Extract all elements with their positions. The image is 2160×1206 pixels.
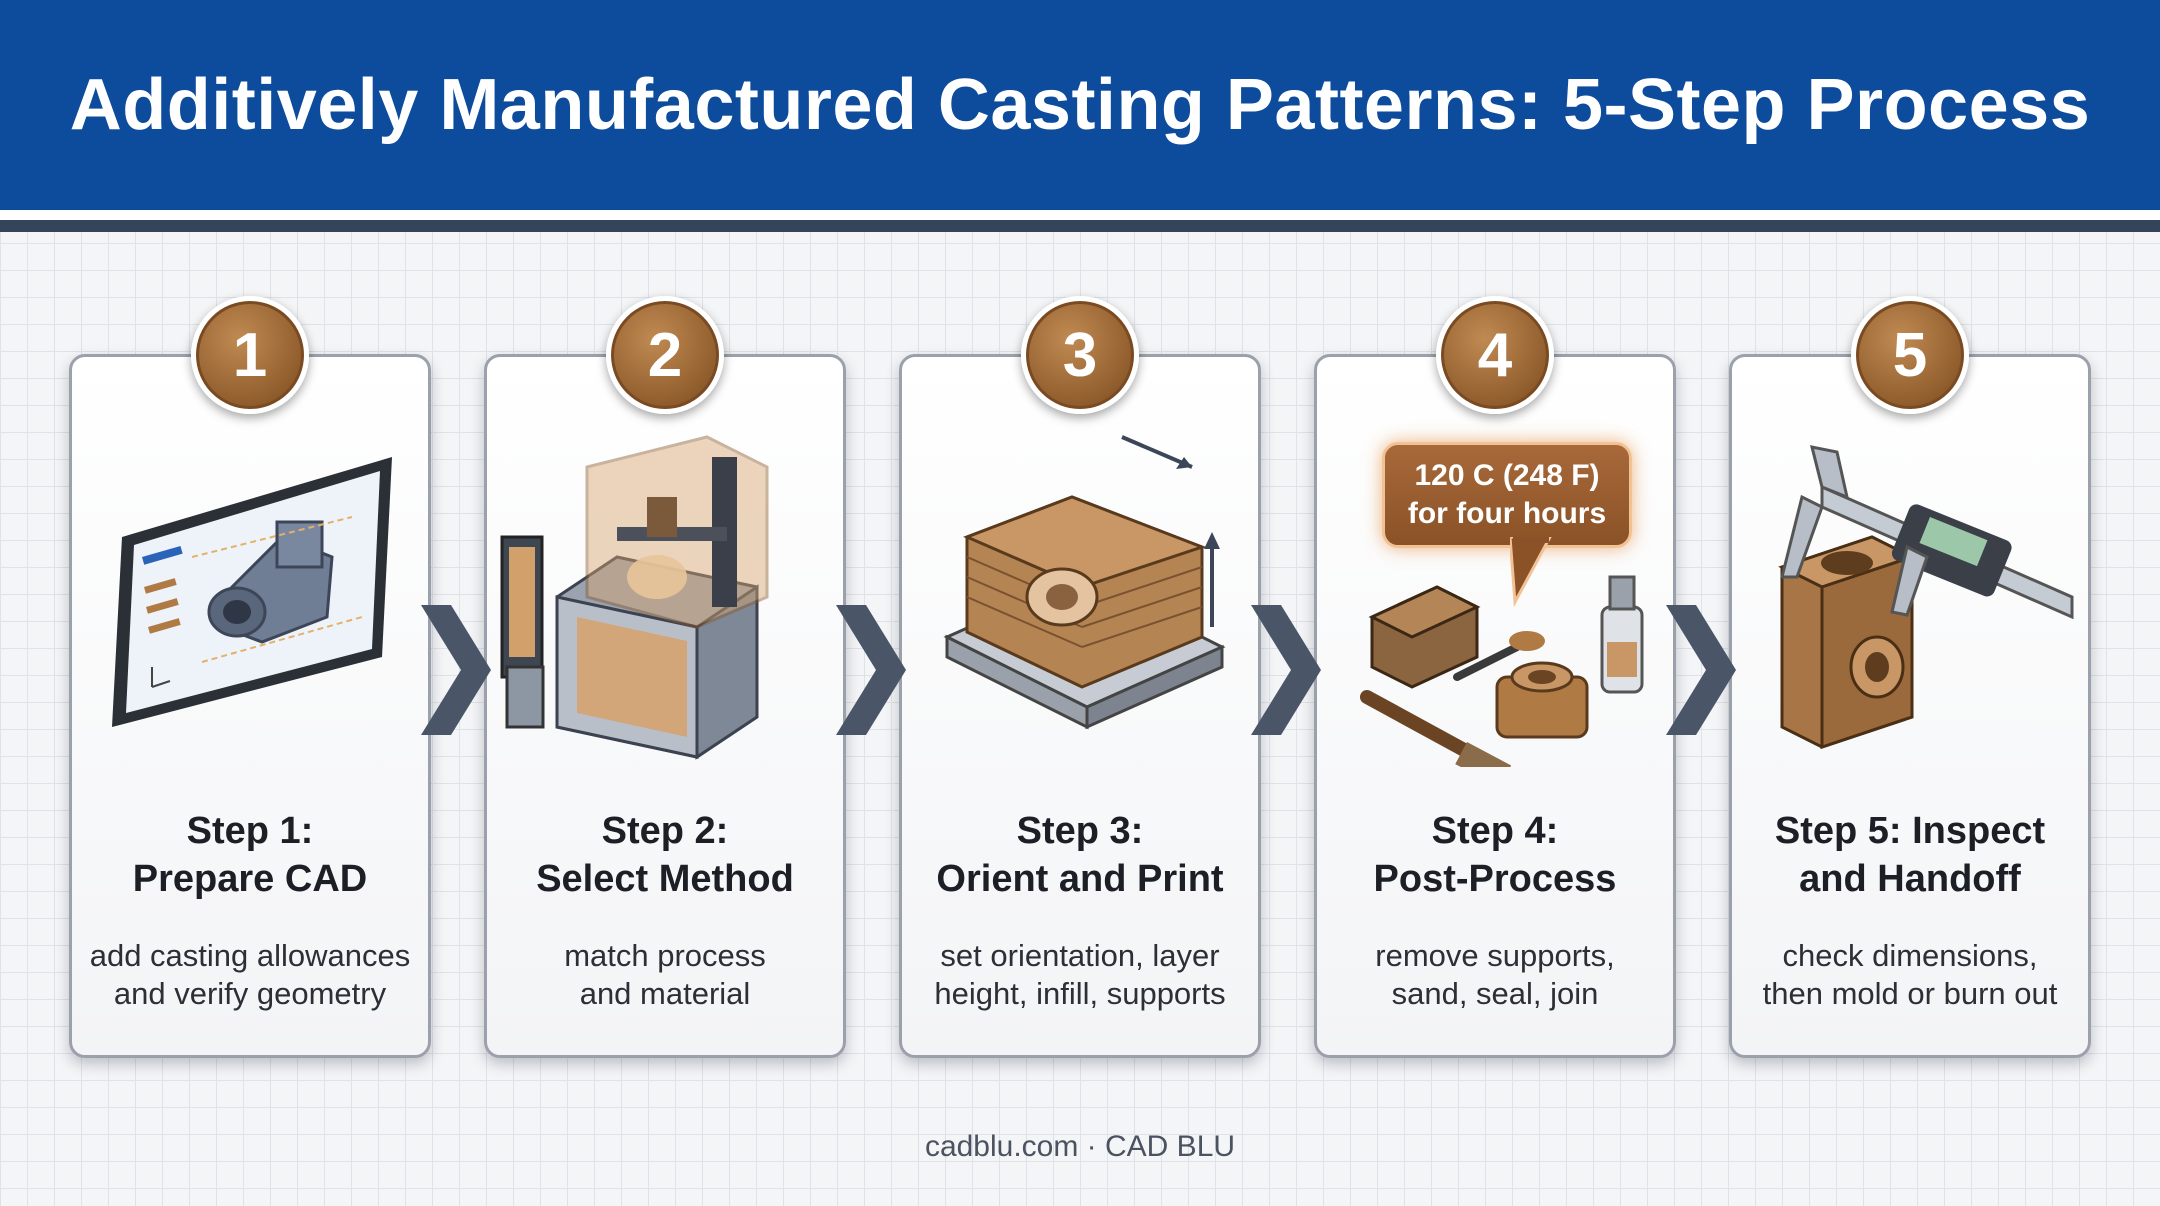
step-title-line1: Step 3:: [1016, 810, 1144, 852]
chevron-right-icon: [1251, 605, 1321, 735]
step-number-badge-2: 2: [606, 296, 724, 414]
temperature-callout: 120 C (248 F) for four hours: [1382, 442, 1632, 548]
3d-printer-icon: [500, 435, 769, 760]
step-title-line2: Orient and Print: [936, 858, 1224, 900]
step-desc-line2: then mold or burn out: [1762, 976, 2058, 1011]
step-desc-line2: and verify geometry: [113, 976, 387, 1011]
step-title-line2: Select Method: [536, 858, 794, 900]
step-description: remove supports, sand, seal, join: [1317, 937, 1673, 1013]
finishing-tools-icon: [1360, 575, 1644, 767]
print-layers-icon: [943, 435, 1226, 730]
step-title-line1: Step 2:: [601, 810, 729, 852]
step-title: Step 5: Inspect and Handoff: [1732, 807, 2088, 903]
step-desc-line1: check dimensions,: [1782, 938, 2038, 973]
callout-line1: 120 C (248 F): [1414, 459, 1600, 492]
step-description: match process and material: [487, 937, 843, 1013]
step-desc-line1: remove supports,: [1375, 938, 1615, 973]
step-desc-line2: height, infill, supports: [934, 976, 1226, 1011]
step-card-2: Step 2: Select Method match process and …: [484, 354, 846, 1058]
chevron-right-icon: [421, 605, 491, 735]
step-title-line2: and Handoff: [1799, 858, 2021, 900]
footer-credit: cadblu.com · CAD BLU: [924, 1130, 1236, 1163]
step-title-line2: Prepare CAD: [132, 858, 368, 900]
step-desc-line2: and material: [579, 976, 751, 1011]
chevron-right-icon: [1666, 605, 1736, 735]
step-number-badge-1: 1: [191, 296, 309, 414]
step-title-line1: Step 4:: [1431, 810, 1559, 852]
step-desc-line1: set orientation, layer: [940, 938, 1220, 973]
step-desc-line1: match process: [564, 938, 766, 973]
header-divider-dark: [0, 220, 2160, 232]
step-title: Step 3: Orient and Print: [902, 807, 1258, 903]
step-desc-line2: sand, seal, join: [1391, 976, 1599, 1011]
step-description: check dimensions, then mold or burn out: [1732, 937, 2088, 1013]
header-banner: Additively Manufactured Casting Patterns…: [0, 0, 2160, 210]
step-card-5: Step 5: Inspect and Handoff check dimens…: [1729, 354, 2091, 1058]
step-title: Step 2: Select Method: [487, 807, 843, 903]
callout-line2: for four hours: [1407, 497, 1607, 530]
step-card-3: Step 3: Orient and Print set orientation…: [899, 354, 1261, 1058]
step-description: set orientation, layer height, infill, s…: [902, 937, 1258, 1013]
cad-monitor-icon: [112, 457, 392, 727]
header-divider-light: [0, 210, 2160, 220]
step-number-badge-3: 3: [1021, 296, 1139, 414]
step-card-1: Step 1: Prepare CAD add casting allowanc…: [69, 354, 431, 1058]
step-title: Step 4: Post-Process: [1317, 807, 1673, 903]
step-number-badge-4: 4: [1436, 296, 1554, 414]
step-title: Step 1: Prepare CAD: [72, 807, 428, 903]
step-title-line2: Post-Process: [1373, 858, 1617, 900]
step-title-line1: Step 5: Inspect: [1774, 810, 2046, 852]
step-description: add casting allowances and verify geomet…: [72, 937, 428, 1013]
page-title: Additively Manufactured Casting Patterns…: [69, 65, 2091, 145]
step-title-line1: Step 1:: [186, 810, 314, 852]
caliper-icon: [1778, 445, 2074, 750]
step-desc-line1: add casting allowances: [89, 938, 411, 973]
chevron-right-icon: [836, 605, 906, 735]
step-number-badge-5: 5: [1851, 296, 1969, 414]
callout-tail: [1510, 537, 1552, 607]
